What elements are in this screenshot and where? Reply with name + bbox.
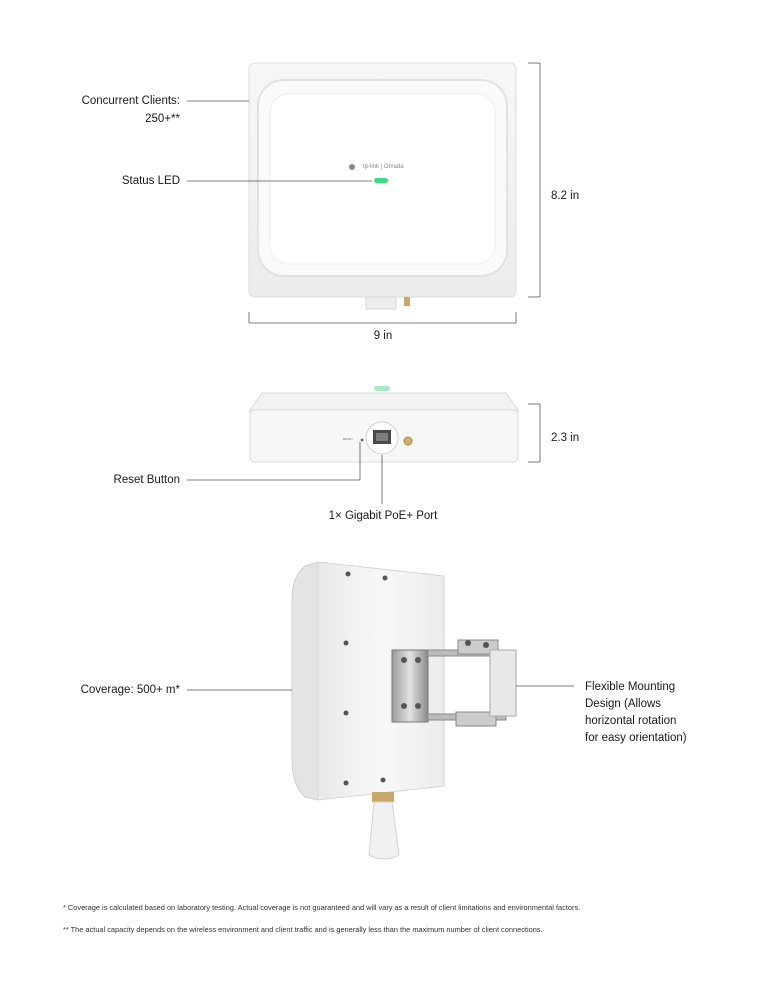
height-dimension-label: 8.2 in <box>551 190 580 202</box>
clients-label-line2: 250+** <box>145 113 180 125</box>
reset-button-label: Reset Button <box>113 474 180 486</box>
footnote-capacity: ** The actual capacity depends on the wi… <box>63 925 543 934</box>
bottom-view-device <box>249 386 519 463</box>
width-dimension-label: 9 in <box>373 330 393 342</box>
reset-port-text: RESET <box>343 437 354 441</box>
mounting-label-line3: horizontal rotation <box>585 715 677 727</box>
bottom-dimension-lines <box>187 403 541 504</box>
mounting-label: Flexible Mounting Design (Allows horizon… <box>585 679 745 747</box>
side-view-device <box>291 561 517 860</box>
depth-dimension-label: 2.3 in <box>551 432 580 444</box>
front-view-device <box>248 62 517 310</box>
brand-logo: tp-link | Omada <box>363 164 404 170</box>
coverage-label: Coverage: 500+ m* <box>80 684 180 696</box>
front-dimension-lines <box>187 62 541 324</box>
mounting-label-line1: Flexible Mounting <box>585 681 676 693</box>
status-led <box>374 178 388 183</box>
mounting-label-line2: Design (Allows <box>585 698 662 710</box>
footnote-coverage: * Coverage is calculated based on labora… <box>63 903 581 912</box>
poe-port-label: 1× Gigabit PoE+ Port <box>328 510 438 522</box>
clients-label-line1: Concurrent Clients: <box>81 95 180 107</box>
clients-label: Concurrent Clients: 250+** <box>40 93 180 127</box>
mounting-label-line4: for easy orientation) <box>585 732 687 744</box>
tp-link-logo-icon <box>349 164 355 170</box>
side-leader-lines <box>187 685 574 691</box>
reset-button <box>360 438 364 442</box>
status-led-label: Status LED <box>121 175 180 187</box>
